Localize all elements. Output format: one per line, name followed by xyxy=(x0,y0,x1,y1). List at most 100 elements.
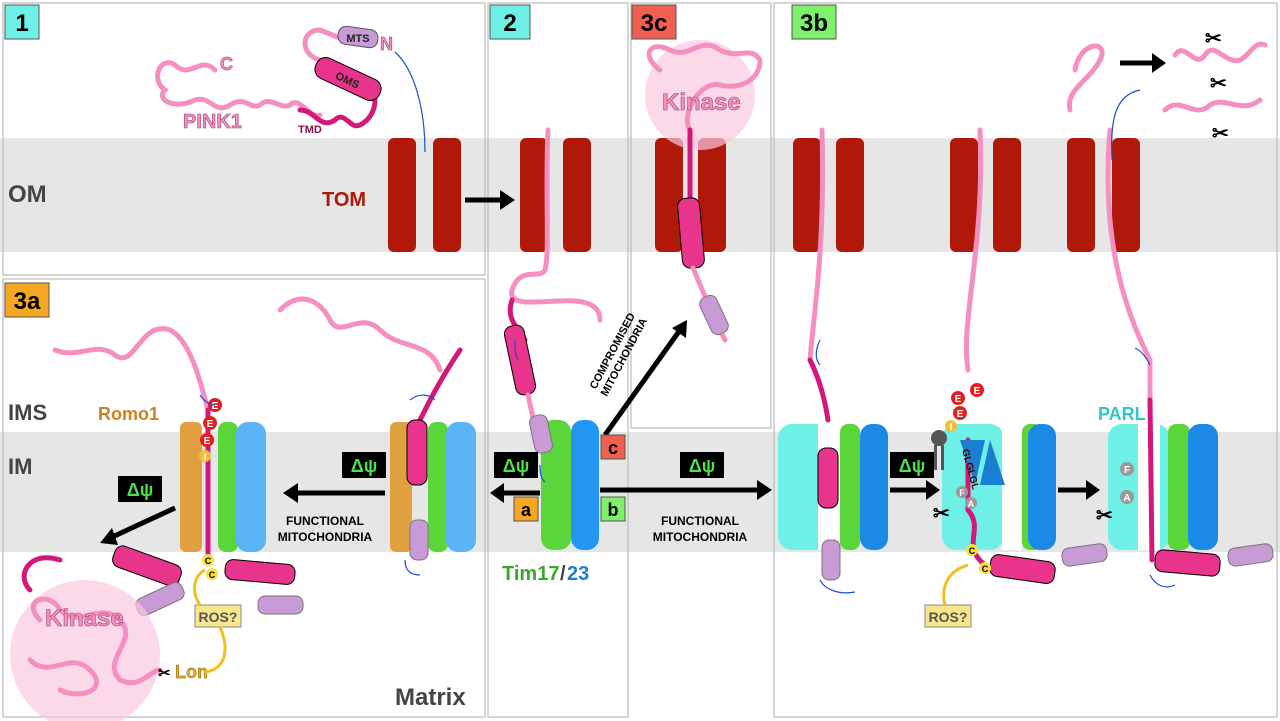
panel-label-3a: 3a xyxy=(4,282,50,318)
svg-text:C: C xyxy=(209,570,216,580)
romo1-tim-complex-right xyxy=(277,296,476,561)
lon-label: Lon xyxy=(175,662,208,682)
membrane-potential-badge: Δψ xyxy=(494,452,538,478)
parl-label: PARL xyxy=(1098,404,1146,424)
panel-3a xyxy=(2,278,486,718)
c-terminus-label: C xyxy=(220,54,233,74)
svg-text:Δψ: Δψ xyxy=(899,456,926,476)
scissors-icon: ✂ xyxy=(1210,73,1227,95)
svg-text:C: C xyxy=(969,546,976,556)
svg-text:A: A xyxy=(968,499,975,509)
svg-text:C: C xyxy=(205,556,212,566)
svg-text:1: 1 xyxy=(15,10,28,37)
panel-2 xyxy=(487,2,629,718)
kinase-domain-3a xyxy=(10,580,163,721)
svg-text:C: C xyxy=(982,564,989,574)
parl-tim-complex-3 xyxy=(1105,127,1274,577)
svg-text:E: E xyxy=(207,419,214,430)
svg-text:E: E xyxy=(955,394,962,405)
svg-text:ROS?: ROS? xyxy=(199,609,238,625)
ros-arrow xyxy=(942,563,969,606)
panel-label-2: 2 xyxy=(489,4,531,40)
svg-text:E: E xyxy=(204,436,211,447)
panel-label-1: 1 xyxy=(4,4,40,40)
romo1-label: Romo1 xyxy=(98,404,159,424)
scissors-icon: ✂ xyxy=(1212,123,1229,145)
matrix-label: Matrix xyxy=(395,684,466,711)
panel-1 xyxy=(2,2,486,276)
tim17-23-complex xyxy=(503,127,603,550)
label-b: b xyxy=(600,496,626,522)
label-c: c xyxy=(600,434,626,460)
svg-text:Δψ: Δψ xyxy=(503,456,530,476)
svg-text:F: F xyxy=(1124,465,1130,476)
parl-tim-complex-1 xyxy=(778,127,888,581)
pink1-protein xyxy=(155,25,382,129)
blue-arrow xyxy=(394,51,426,153)
svg-text:2: 2 xyxy=(503,10,516,37)
label-a: a xyxy=(513,496,539,522)
svg-text:FUNCTIONAL: FUNCTIONAL xyxy=(661,514,739,528)
tmd-label: TMD xyxy=(298,124,322,136)
kinase-label-3a: Kinase xyxy=(45,605,124,632)
ros-arrow xyxy=(193,568,206,606)
scissors-icon: ✂ xyxy=(933,503,950,525)
svg-text:MITOCHONDRIA: MITOCHONDRIA xyxy=(653,530,748,544)
kinase-label-3c: Kinase xyxy=(662,89,741,116)
residues-3a: E E E I C C xyxy=(199,398,222,580)
svg-text:a: a xyxy=(521,500,532,520)
svg-text:I: I xyxy=(950,422,953,432)
svg-text:MITOCHONDRIA: MITOCHONDRIA xyxy=(278,530,373,544)
tom-complexes xyxy=(388,138,1140,252)
svg-text:F: F xyxy=(959,488,965,498)
svg-text:3a: 3a xyxy=(14,288,41,315)
scissors-icon: ✂ xyxy=(1096,505,1113,527)
panel-label-3b: 3b xyxy=(791,4,837,40)
svg-text:E: E xyxy=(212,401,219,412)
membrane-potential-badge: Δψ xyxy=(890,452,934,478)
functional-label-3a: FUNCTIONAL MITOCHONDRIA xyxy=(278,514,373,544)
panel-3b xyxy=(773,2,1278,718)
membrane-potential-badge: Δψ xyxy=(680,452,724,478)
svg-text:Δψ: Δψ xyxy=(689,456,716,476)
lon-arrow xyxy=(204,626,227,674)
parl-tim-complex-2 xyxy=(931,127,1108,584)
membrane-potential-badge: Δψ xyxy=(342,452,386,478)
n-terminus-label: N xyxy=(380,34,393,54)
ims-label: IMS xyxy=(8,400,47,425)
ros-badge-3a: ROS? xyxy=(194,604,242,628)
tim-slash: / xyxy=(560,563,566,585)
transition-arrows xyxy=(100,53,1166,545)
romo1-tim-complex-left xyxy=(21,326,304,616)
scissors-icon: ✂ xyxy=(158,665,171,682)
panel-label-3c: 3c xyxy=(631,4,677,40)
tom-label: TOM xyxy=(322,189,366,211)
tim23-label: 23 xyxy=(567,563,589,585)
svg-text:ROS?: ROS? xyxy=(929,609,968,625)
svg-text:b: b xyxy=(608,500,619,520)
blue-arrows xyxy=(199,89,1176,594)
pink1-label: PINK1 xyxy=(183,111,242,133)
tim17-label: Tim17 xyxy=(502,563,559,585)
svg-text:A: A xyxy=(1123,493,1130,504)
ros-badge-3b: ROS? xyxy=(924,604,972,628)
panel-3c xyxy=(630,2,772,429)
svg-text:I: I xyxy=(204,452,207,462)
membrane-potential-badge: Δψ xyxy=(118,476,162,502)
mts-label: MTS xyxy=(346,33,369,45)
svg-text:3c: 3c xyxy=(641,10,668,37)
scissors-icon: ✂ xyxy=(1205,28,1222,50)
svg-text:3b: 3b xyxy=(800,10,828,37)
svg-text:Δψ: Δψ xyxy=(351,456,378,476)
svg-text:FUNCTIONAL: FUNCTIONAL xyxy=(286,514,364,528)
im-label: IM xyxy=(8,454,32,479)
svg-text:E: E xyxy=(957,409,964,420)
degraded-pink1-fragments xyxy=(1066,41,1268,113)
svg-text:c: c xyxy=(608,438,618,458)
svg-text:E: E xyxy=(974,386,981,397)
om-label: OM xyxy=(8,181,47,208)
functional-label-3b: FUNCTIONAL MITOCHONDRIA xyxy=(653,514,748,544)
kinase-domain-3c xyxy=(645,40,763,343)
residues-3b: E E E I F A C C F A xyxy=(945,383,1134,574)
